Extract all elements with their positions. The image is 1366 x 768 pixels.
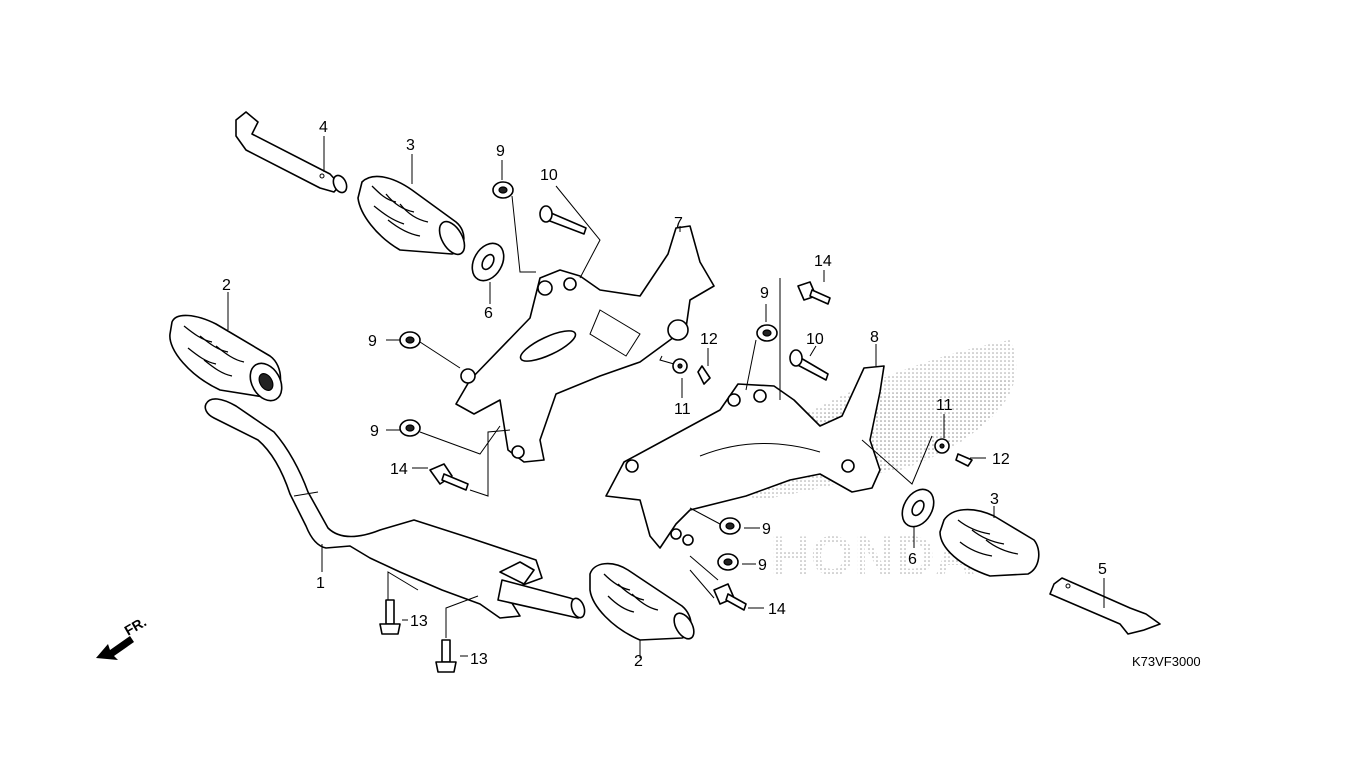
callout-4: 4	[319, 119, 328, 136]
callout-9-lower: 9	[370, 423, 379, 440]
callout-11-right: 11	[936, 397, 953, 414]
part-12-cotter-pin	[697, 365, 973, 467]
callout-14-bottom: 14	[768, 601, 786, 618]
part-1-step-bar	[204, 398, 586, 619]
callout-7: 7	[674, 215, 683, 232]
callout-3-right: 3	[990, 491, 999, 508]
callout-12-right: 12	[992, 451, 1010, 468]
part-14-bolt	[429, 281, 831, 611]
part-13-bolt	[379, 599, 457, 673]
callout-labels: 4 3 2 1 9 10 6 7 9 9 14 12 11 14 9 10 8 …	[222, 119, 1107, 670]
part-5-pin-right	[1049, 577, 1161, 635]
callout-8: 8	[870, 329, 879, 346]
drawing-code: K73VF3000	[1132, 654, 1201, 669]
callout-14-left: 14	[390, 461, 408, 478]
front-label: FR.	[122, 613, 150, 638]
front-arrow-icon	[96, 636, 134, 660]
callout-6-upper: 6	[484, 305, 493, 322]
part-3-footpeg-rubber-rear	[357, 175, 466, 256]
callout-11-left: 11	[674, 401, 691, 418]
callout-10-left: 10	[540, 167, 558, 184]
callout-10-right: 10	[806, 331, 824, 348]
part-11-washer-small	[672, 358, 950, 454]
callout-12-left: 12	[700, 331, 718, 348]
part-2-footpeg-rubber-bottom	[589, 562, 695, 641]
part-7-rear-bracket	[455, 225, 715, 463]
part-6-washer-upper	[471, 242, 505, 282]
callout-9-bottom-a: 9	[762, 521, 771, 538]
callout-9-top: 9	[496, 143, 505, 160]
part-6-washer-lower	[901, 488, 935, 528]
callout-6-lower: 6	[908, 551, 917, 568]
callout-2-left: 2	[222, 277, 231, 294]
part-4-pin	[235, 111, 348, 194]
front-direction-indicator: FR.	[96, 613, 149, 660]
callout-9-bottom-b: 9	[758, 557, 767, 574]
part-3-footpeg-rubber-right	[939, 508, 1040, 577]
callout-13-upper: 13	[410, 613, 428, 630]
callout-3-top: 3	[406, 137, 415, 154]
callout-9-right-top: 9	[760, 285, 769, 302]
part-8-rear-bracket-right	[605, 365, 885, 549]
callout-14-top: 14	[814, 253, 832, 270]
callout-13-lower: 13	[470, 651, 488, 668]
callout-5: 5	[1098, 561, 1107, 578]
callout-2-bottom: 2	[634, 653, 643, 670]
callout-1: 1	[316, 575, 325, 592]
callout-9-mid: 9	[368, 333, 377, 350]
part-9-bushing	[399, 181, 778, 571]
part-10-pin	[539, 205, 829, 381]
part-2-footpeg-rubber-left	[169, 314, 283, 402]
leader-lines	[227, 136, 1105, 658]
